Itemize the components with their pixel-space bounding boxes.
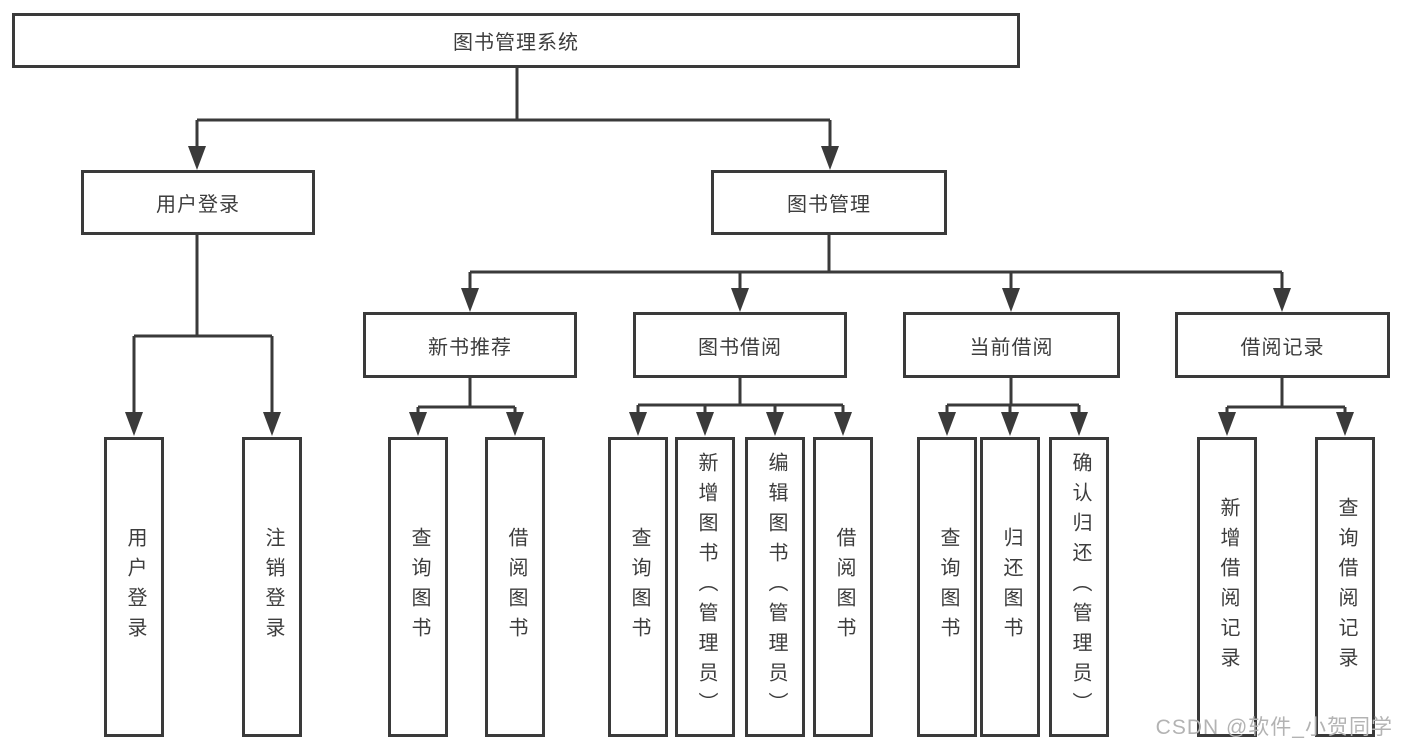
node-borrow-records: 借阅记录	[1175, 312, 1390, 378]
connector-book-management-branch	[468, 234, 1284, 290]
node-leaf-borrow-books: 借阅图书	[813, 437, 873, 737]
node-leaf-add-borrow-record: 新增借阅记录	[1197, 437, 1257, 737]
connector-root-branch	[195, 68, 832, 148]
connector-current-borrow-branch	[945, 377, 1081, 414]
node-leaf-query-books-borrow: 查询图书	[608, 437, 668, 737]
node-leaf-edit-books-admin: 编辑图书（管理员）	[745, 437, 805, 737]
node-book-management: 图书管理	[711, 170, 947, 235]
node-leaf-confirm-return-admin: 确认归还（管理员）	[1049, 437, 1109, 737]
node-leaf-return-books: 归还图书	[980, 437, 1040, 737]
node-leaf-borrow-books-recommend: 借阅图书	[485, 437, 545, 737]
watermark-text: CSDN @软件_小贺同学	[1155, 716, 1393, 739]
node-book-borrow: 图书借阅	[633, 312, 847, 378]
node-user-login: 用户登录	[81, 170, 315, 235]
node-new-book-recommend: 新书推荐	[363, 312, 577, 378]
connector-book-borrow-branch	[636, 377, 845, 414]
node-leaf-query-books-recommend: 查询图书	[388, 437, 448, 737]
connector-new-book-branch	[416, 377, 517, 414]
node-leaf-query-books-current: 查询图书	[917, 437, 977, 737]
node-leaf-add-books-admin: 新增图书（管理员）	[675, 437, 735, 737]
node-leaf-logout: 注销登录	[242, 437, 302, 737]
node-leaf-query-borrow-record: 查询借阅记录	[1315, 437, 1375, 737]
connector-user-login-branch	[132, 234, 274, 414]
node-root-system: 图书管理系统	[12, 13, 1020, 68]
node-leaf-user-login: 用户登录	[104, 437, 164, 737]
connector-borrow-records-branch	[1225, 377, 1347, 414]
node-current-borrow: 当前借阅	[903, 312, 1120, 378]
